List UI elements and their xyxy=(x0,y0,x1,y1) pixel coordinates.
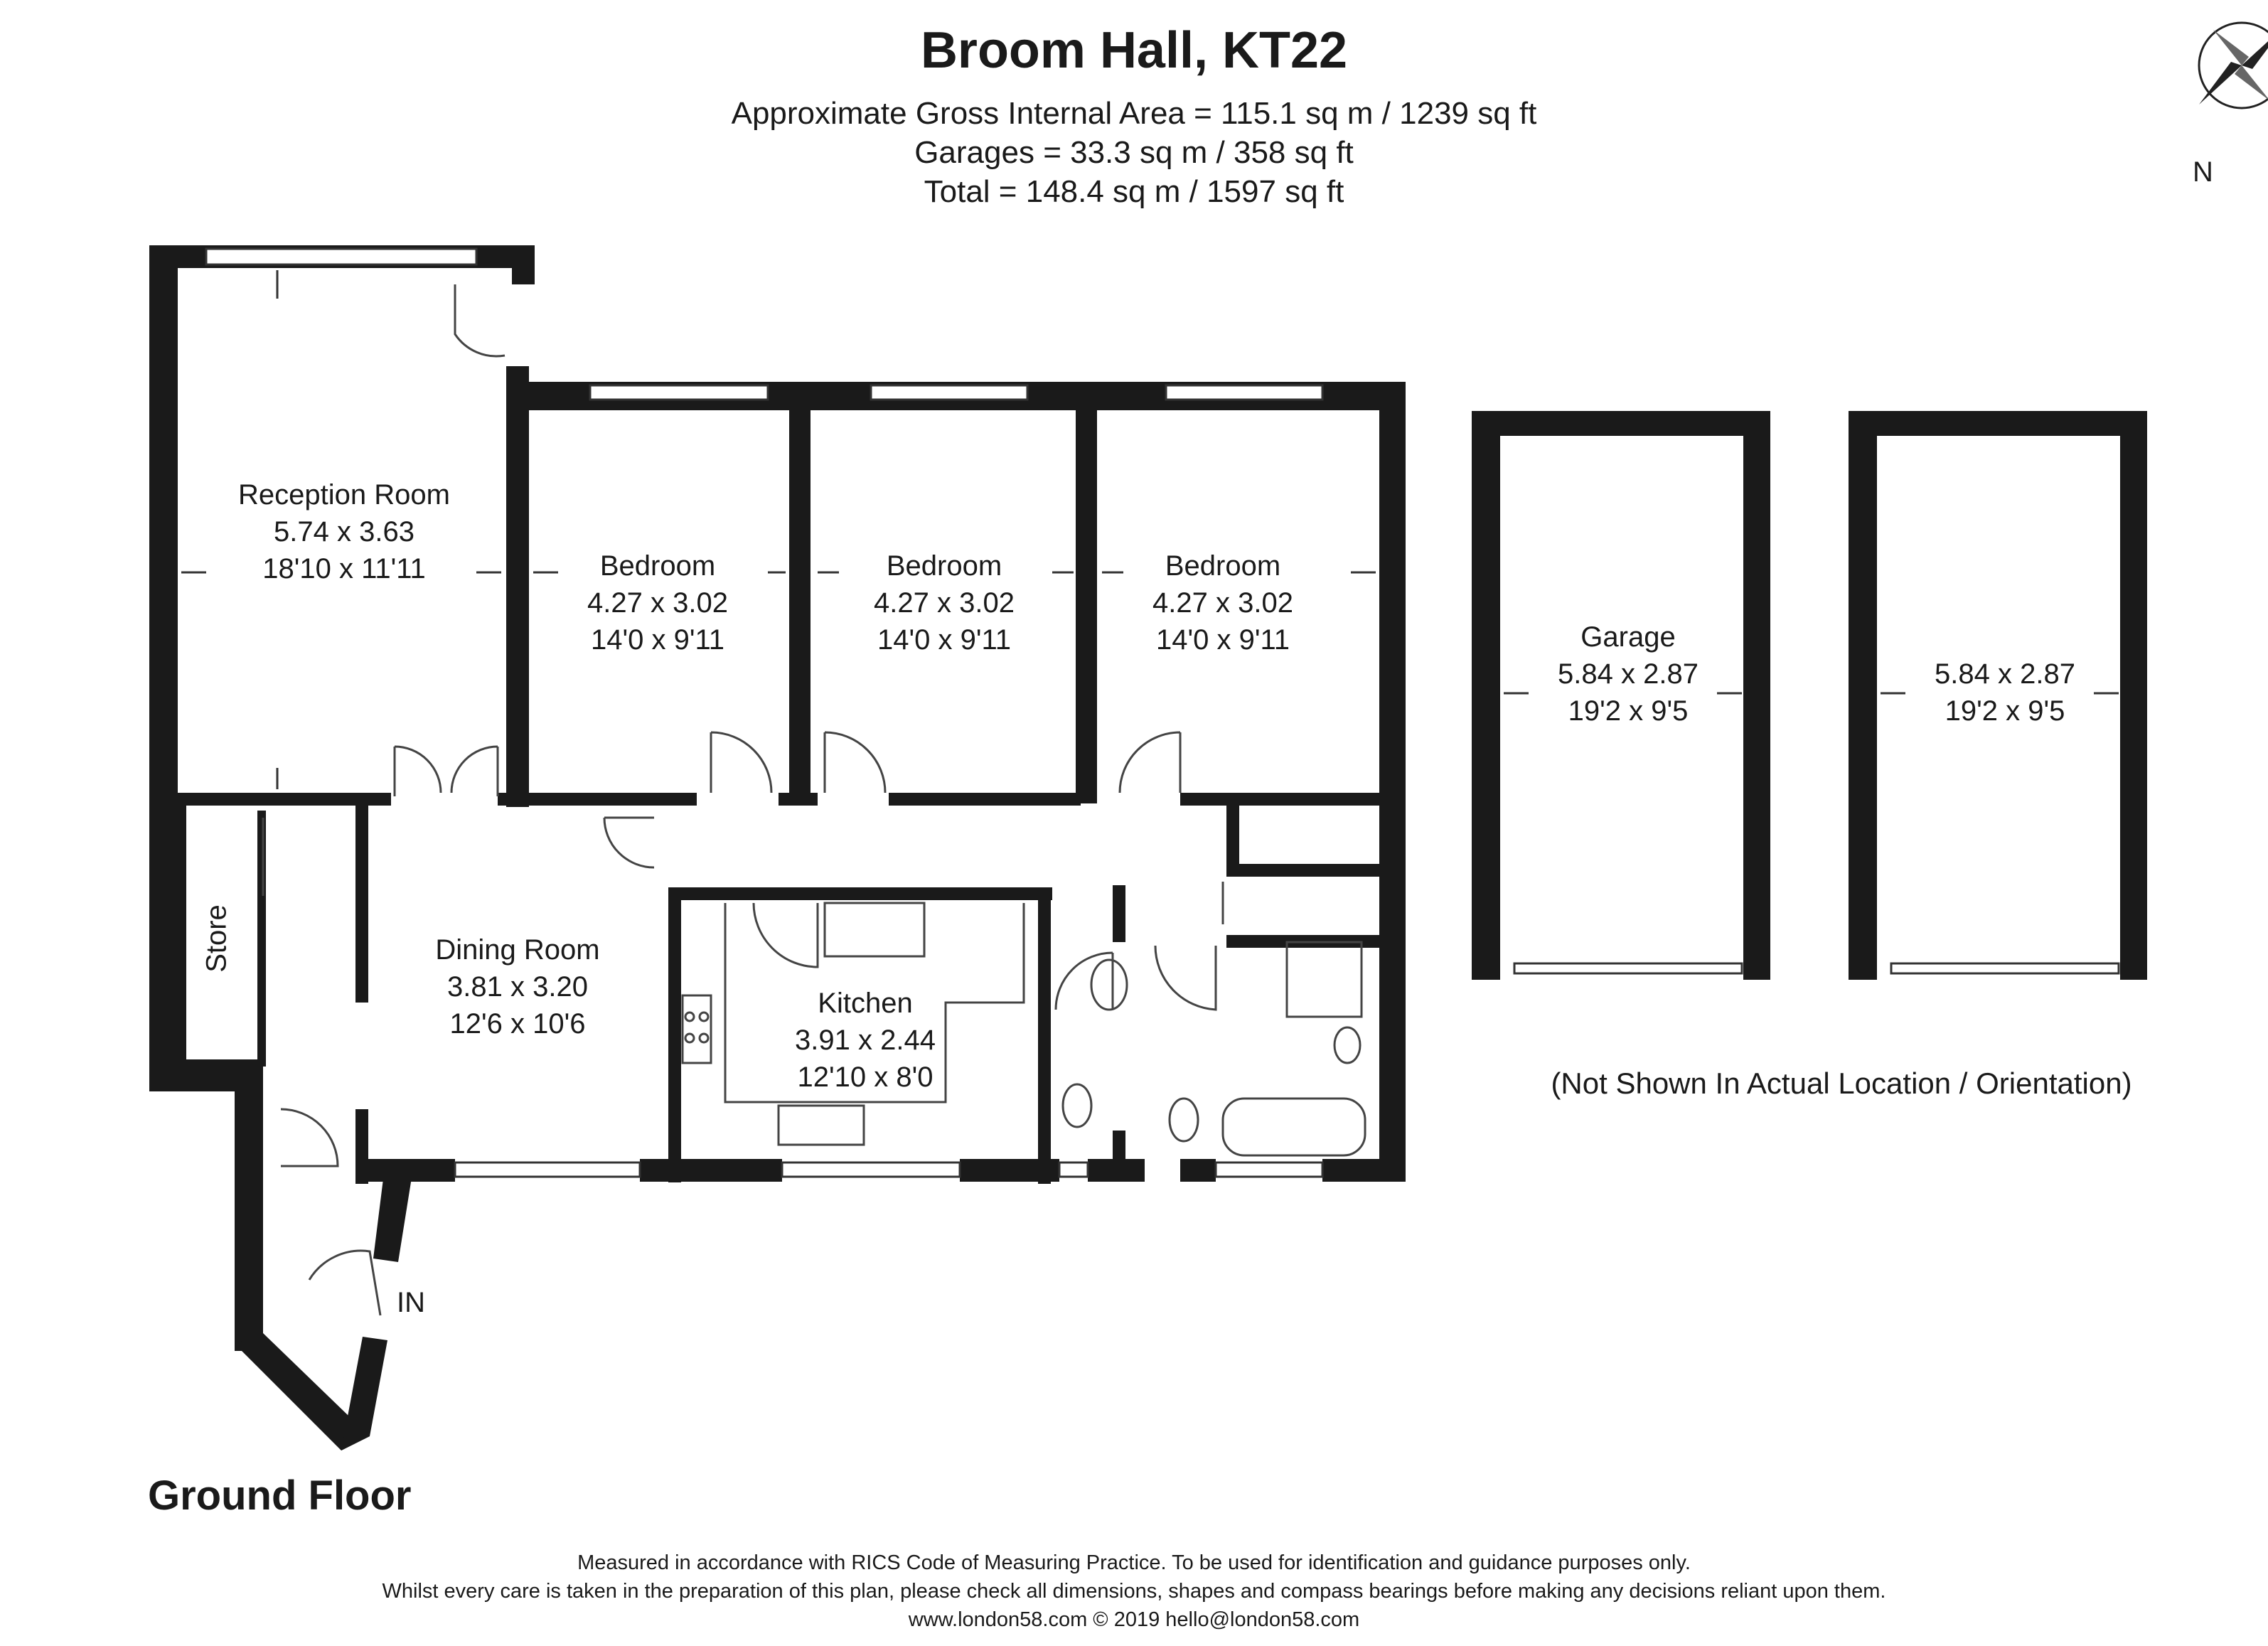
footer-disclaimer-2: Whilst every care is taken in the prepar… xyxy=(382,1580,1886,1603)
fixtures xyxy=(681,902,1366,1157)
floor-label: Ground Floor xyxy=(148,1473,412,1519)
room-dining: Dining Room 3.81 x 3.20 12'6 x 10'6 xyxy=(435,934,600,1040)
gross-area: Approximate Gross Internal Area = 115.1 … xyxy=(731,96,1537,131)
windows xyxy=(205,247,2120,1178)
compass-icon xyxy=(2198,21,2268,109)
walls xyxy=(149,245,2147,1450)
room-kitchen: Kitchen 3.91 x 2.44 12'10 x 8'0 xyxy=(795,988,936,1093)
total-area: Total = 148.4 sq m / 1597 sq ft xyxy=(924,174,1344,209)
garages-area: Garages = 33.3 sq m / 358 sq ft xyxy=(914,135,1354,170)
room-garage-1: Garage 5.84 x 2.87 19'2 x 9'5 xyxy=(1558,621,1699,727)
garages-note: (Not Shown In Actual Location / Orientat… xyxy=(1551,1067,2132,1100)
footer-contact: www.london58.com © 2019 hello@london58.c… xyxy=(908,1608,1360,1631)
footer-disclaimer-1: Measured in accordance with RICS Code of… xyxy=(577,1551,1691,1574)
room-reception: Reception Room 5.74 x 3.63 18'10 x 11'11 xyxy=(238,479,450,584)
door-swings xyxy=(262,284,1224,1316)
plan-title: Broom Hall, KT22 xyxy=(920,22,1348,79)
room-store: Store xyxy=(200,904,232,973)
room-garage-2: 5.84 x 2.87 19'2 x 9'5 xyxy=(1935,658,2075,727)
room-bedroom-3: Bedroom 4.27 x 3.02 14'0 x 9'11 xyxy=(1152,550,1293,656)
room-bedroom-2: Bedroom 4.27 x 3.02 14'0 x 9'11 xyxy=(874,550,1015,656)
room-bedroom-1: Bedroom 4.27 x 3.02 14'0 x 9'11 xyxy=(587,550,728,656)
north-label: N xyxy=(2193,156,2213,188)
entrance-label: IN xyxy=(397,1287,425,1318)
dimension-arrows xyxy=(181,270,2119,789)
